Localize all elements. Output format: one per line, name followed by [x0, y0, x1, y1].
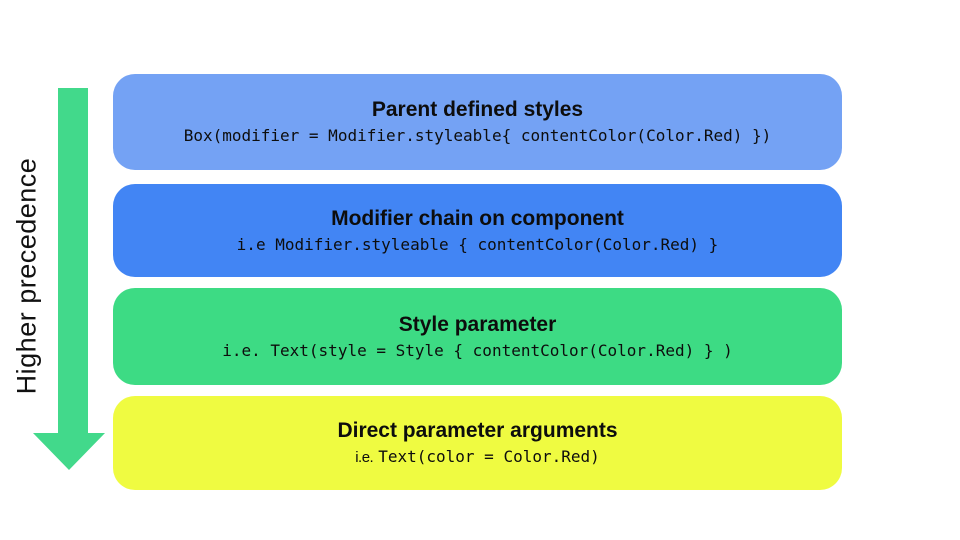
code-prefix: i.e. — [355, 449, 374, 467]
code-text: Text(color = Color.Red) — [378, 447, 600, 467]
box-title: Parent defined styles — [371, 98, 584, 122]
box-parent-defined-styles: Parent defined styles Box(modifier = Mod… — [113, 74, 842, 170]
box-code-line: Box(modifier = Modifier.styleable{ conte… — [184, 126, 772, 145]
down-arrow-icon — [33, 88, 105, 470]
code-text: Box(modifier = Modifier.styleable{ conte… — [183, 126, 772, 146]
box-modifier-chain: Modifier chain on component i.e Modifier… — [113, 184, 842, 277]
down-arrow-shape — [33, 88, 105, 470]
box-title: Direct parameter arguments — [337, 418, 618, 442]
box-title: Modifier chain on component — [331, 206, 624, 230]
box-title: Style parameter — [398, 312, 557, 336]
box-code-line: i.e. Text(color = Color.Red) — [355, 447, 600, 467]
box-direct-parameter-arguments: Direct parameter arguments i.e. Text(col… — [113, 396, 842, 490]
box-style-parameter: Style parameter i.e. Text(style = Style … — [113, 288, 842, 385]
code-text: i.e Modifier.styleable { contentColor(Co… — [236, 234, 719, 254]
box-code-line: i.e Modifier.styleable { contentColor(Co… — [237, 235, 719, 254]
code-text: i.e. Text(style = Style { contentColor(C… — [222, 340, 733, 360]
box-code-line: i.e. Text(style = Style { contentColor(C… — [222, 341, 733, 360]
